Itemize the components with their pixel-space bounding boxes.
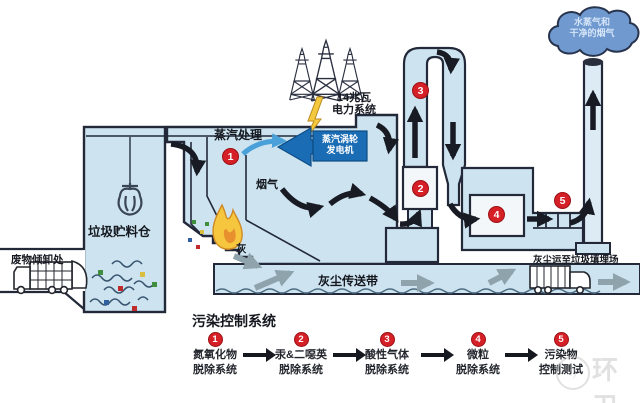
legend-item-4: 4 微粒 脱除系统 [435, 329, 521, 377]
conveyor-arrows [232, 252, 631, 292]
conveyor-label: 灰尘传送带 [318, 274, 379, 288]
legend-arrow-icon [421, 348, 454, 362]
legend-arrow-icon [333, 348, 366, 362]
landfill-label: 灰尘运至垃圾填埋场 [533, 255, 619, 266]
cloud-label-line2: 干净的烟气 [569, 28, 615, 38]
steam-flow-arrow [241, 133, 287, 156]
legend-text-2-line2: 脱除系统 [279, 364, 323, 376]
waste-pile [89, 260, 155, 306]
ash-label: 灰 [236, 243, 247, 255]
turbine-generator [276, 126, 368, 168]
clean-gas-label: 水蒸气和 干净的烟气 [550, 17, 634, 39]
legend-text-4-line2: 脱除系统 [456, 364, 500, 376]
turbine-label-line1: 蒸汽涡轮 [321, 134, 358, 144]
dump-area-label: 废物倾卸处 [11, 254, 64, 266]
garbage-truck-icon [13, 259, 88, 295]
marker-1: 1 [222, 148, 239, 165]
legend-num-1: 1 [207, 332, 223, 347]
turbine-generator-label: 蒸汽涡轮 发电机 [313, 134, 367, 156]
waste-debris [98, 220, 209, 311]
waste-claw-icon [117, 137, 143, 216]
flue-gas-label: 烟气 [256, 179, 278, 191]
legend-text-2-line1: 汞&二噁英 [275, 349, 327, 361]
legend-text-1-line1: 氮氧化物 [193, 349, 237, 361]
legend-text-1-line2: 脱除系统 [193, 364, 237, 376]
legend-item-1: 1 氮氧化物 脱除系统 [172, 329, 258, 377]
legend-num-3: 3 [379, 332, 395, 347]
legend-text-3-line1: 酸性气体 [365, 349, 409, 361]
waste-bunker [82, 125, 167, 314]
legend-item-3: 3 酸性气体 脱除系统 [344, 329, 430, 377]
legend-title: 污染控制系统 [192, 313, 276, 329]
particulate-hall [460, 166, 585, 252]
legend-text-3-line2: 脱除系统 [365, 364, 409, 376]
legend-num-5: 5 [553, 332, 569, 347]
legend-text-5-line1: 污染物 [544, 349, 578, 361]
legend-num-4: 4 [470, 332, 486, 347]
turbine-label-line2: 发电机 [326, 145, 354, 155]
steam-treatment-label: 蒸汽处理 [214, 128, 263, 142]
legend-text-4-line1: 微粒 [467, 349, 489, 361]
marker-3: 3 [412, 82, 429, 99]
waste-bunker-label: 垃圾贮料仓 [88, 225, 151, 239]
ash-truck-icon [529, 265, 591, 294]
power-label-line2: 电力系统 [332, 104, 376, 116]
marker-2: 2 [412, 180, 429, 197]
transmission-towers-icon [289, 38, 363, 102]
marker-5: 5 [554, 192, 571, 209]
legend-text-5-line2: 控制测试 [539, 364, 583, 376]
marker-4: 4 [488, 206, 505, 223]
legend-num-2: 2 [293, 332, 309, 347]
power-system-label: 14兆瓦 电力系统 [324, 92, 384, 116]
cloud-label-line1: 水蒸气和 [573, 17, 610, 27]
legend-arrow-icon [243, 348, 276, 362]
legend-item-2: 2 汞&二噁英 脱除系统 [258, 329, 344, 377]
flue-gas-arrows [170, 49, 602, 229]
clean-gas-cloud [548, 6, 640, 57]
power-label-line1: 14兆瓦 [336, 92, 372, 104]
legend-item-5: 5 污染物 控制测试 [518, 329, 604, 377]
legend-arrow-icon [505, 348, 538, 362]
flame-icon [212, 203, 243, 250]
